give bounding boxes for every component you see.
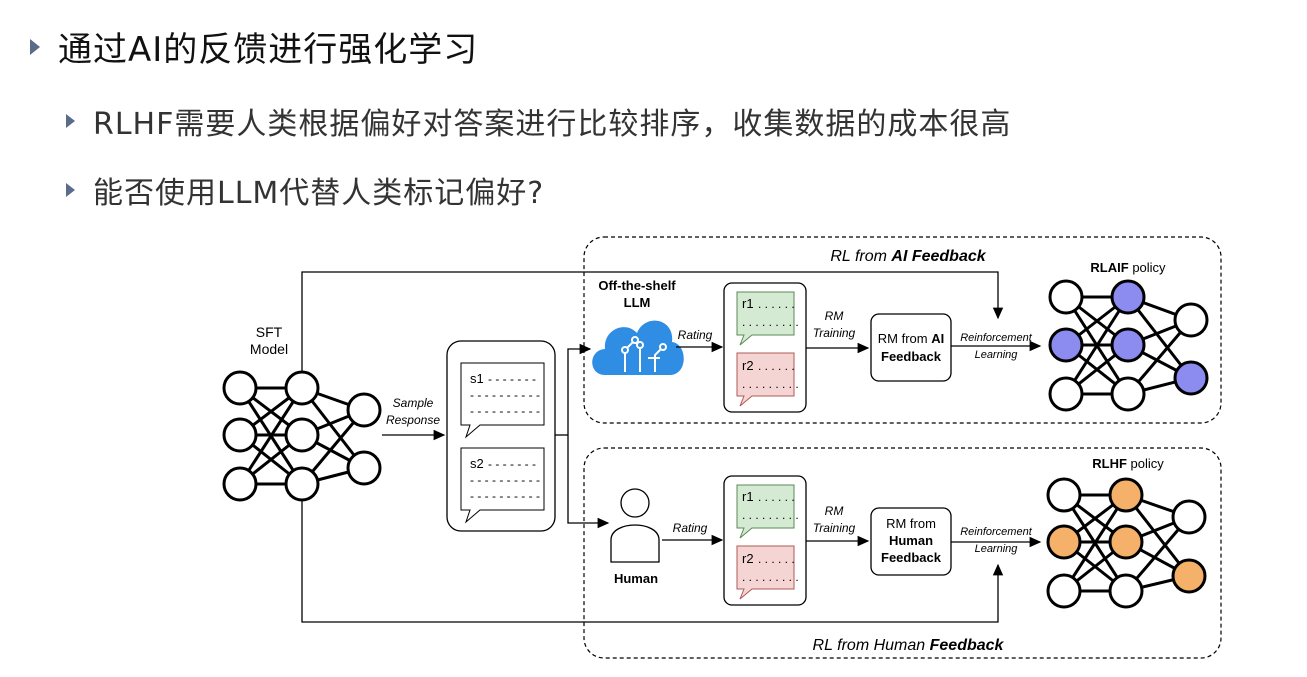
sft-network-icon bbox=[222, 370, 382, 502]
response-s2-bubble: s2 - - - - - - - - - - - - - - - - - - -… bbox=[460, 447, 545, 524]
svg-text:. . . . . .: . . . . . . bbox=[758, 359, 795, 373]
main-heading: 通过AI的反馈进行强化学习 bbox=[58, 30, 479, 70]
rlhf-policy-network-icon bbox=[1046, 477, 1207, 609]
rlhf-policy-label: RLHF policy bbox=[1092, 456, 1164, 471]
sub-bullet-1: RLHF需要人类根据偏好对答案进行比较排序，收集数据的成本很高 bbox=[66, 99, 1011, 143]
sub-bullet-text-2: 能否使用LLM代替人类标记偏好? bbox=[93, 176, 545, 211]
rlaif-policy-label: RLAIF policy bbox=[1090, 260, 1166, 275]
svg-text:. . . . . .: . . . . . . bbox=[758, 490, 795, 504]
svg-text:- - - - - - - - - -: - - - - - - - - - - bbox=[470, 489, 540, 503]
svg-text:- - - - - - - - - -: - - - - - - - - - - bbox=[470, 404, 540, 418]
svg-text:. . . . . .: . . . . . . bbox=[758, 297, 795, 311]
rating-human-label: Rating bbox=[673, 521, 708, 535]
human-r1-bubble: r1 . . . . . . . . . . . . . . . bbox=[736, 484, 799, 539]
rlaif-group-box bbox=[583, 236, 1222, 424]
svg-text:r1: r1 bbox=[742, 489, 754, 504]
svg-text:. . . . . . . . .: . . . . . . . . . bbox=[742, 377, 799, 391]
svg-text:r2: r2 bbox=[742, 551, 754, 566]
svg-text:. . . . . . . . .: . . . . . . . . . bbox=[742, 315, 799, 329]
sub-bullet-text-1: RLHF需要人类根据偏好对答案进行比较排序，收集数据的成本很高 bbox=[93, 107, 1012, 142]
rlaif-policy-network-icon bbox=[1048, 279, 1209, 412]
rlaif-title: RL from AI Feedback bbox=[830, 248, 986, 265]
rlhf-group-box bbox=[583, 447, 1222, 659]
human-r2-bubble: r2 . . . . . . . . . . . . . . . bbox=[736, 545, 799, 600]
svg-text:. . . . . . . . .: . . . . . . . . . bbox=[742, 508, 799, 522]
sft-to-rlaif-line bbox=[301, 271, 1004, 372]
svg-text:r2: r2 bbox=[742, 358, 754, 373]
bullet-triangle-icon bbox=[30, 38, 40, 55]
svg-text:- - - - - - - - - -: - - - - - - - - - - bbox=[470, 473, 540, 487]
main-bullet: 通过AI的反馈进行强化学习 bbox=[30, 22, 478, 71]
bullet-triangle-icon bbox=[66, 183, 75, 197]
svg-text:- - - - - - - - - -: - - - - - - - - - - bbox=[470, 388, 540, 402]
svg-text:s1: s1 bbox=[470, 371, 484, 386]
cloud-ai-icon bbox=[592, 320, 684, 375]
svg-text:- - - - - - -: - - - - - - - bbox=[488, 457, 536, 471]
rating-ai-label: Rating bbox=[678, 328, 713, 342]
svg-text:- - - - - - -: - - - - - - - bbox=[488, 372, 536, 386]
svg-text:. . . . . . . . .: . . . . . . . . . bbox=[742, 570, 799, 584]
to-human-arrow bbox=[567, 435, 610, 529]
human-label: Human bbox=[614, 571, 658, 586]
rm-ai-box bbox=[870, 313, 952, 382]
ai-r2-bubble: r2 . . . . . . . . . . . . . . . bbox=[736, 352, 799, 407]
human-icon bbox=[610, 488, 660, 563]
to-llm-arrow bbox=[567, 343, 592, 435]
svg-text:. . . . . .: . . . . . . bbox=[758, 552, 795, 566]
ai-r1-bubble: r1 . . . . . . . . . . . . . . . bbox=[736, 291, 799, 346]
response-s1-bubble: s1 - - - - - - - - - - - - - - - - - - -… bbox=[460, 362, 545, 439]
bullet-triangle-icon bbox=[66, 114, 75, 128]
rlhf-title: RL from Human Feedback bbox=[813, 637, 1005, 654]
sub-bullet-2: 能否使用LLM代替人类标记偏好? bbox=[66, 168, 544, 212]
svg-text:s2: s2 bbox=[470, 456, 484, 471]
svg-text:r1: r1 bbox=[742, 296, 754, 311]
sft-to-rlhf-line bbox=[301, 500, 1004, 623]
